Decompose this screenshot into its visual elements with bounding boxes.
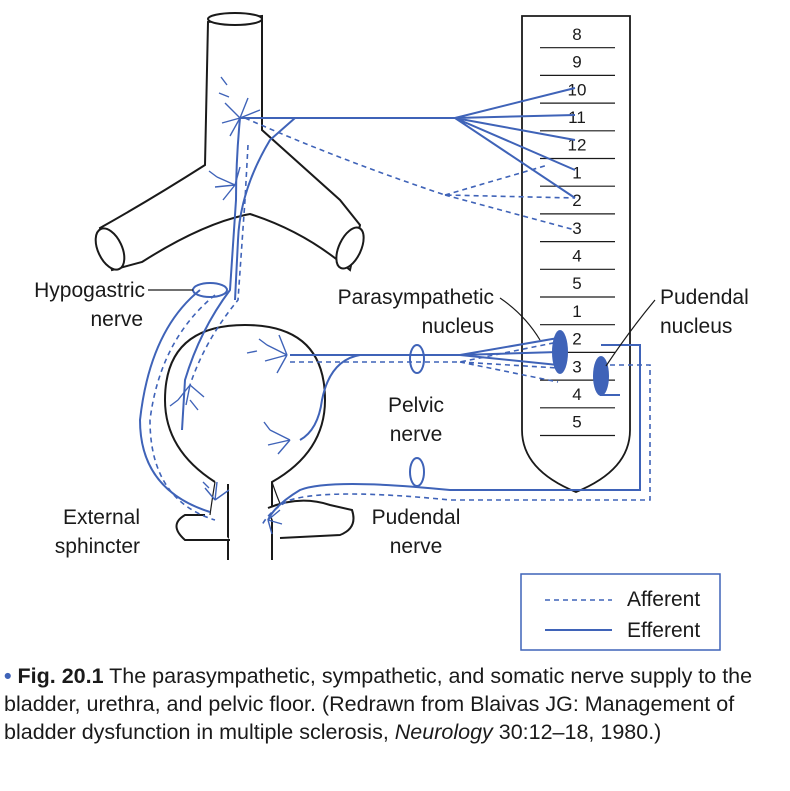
legend-efferent-label: Efferent xyxy=(627,619,700,642)
caption-text: The parasympathetic, sympathetic, and so… xyxy=(4,664,753,744)
parasympathetic-nucleus xyxy=(552,330,568,374)
label-hypogastric-line1: Hypogastric xyxy=(34,279,145,302)
segment-label: 8 xyxy=(572,25,581,44)
segment-label: 5 xyxy=(572,413,581,432)
segment-label: 11 xyxy=(568,108,586,127)
caption-journal: Neurology xyxy=(394,720,493,744)
afferent-pathways xyxy=(149,117,651,526)
legend-afferent-label: Afferent xyxy=(627,588,700,611)
label-leaders xyxy=(148,289,656,367)
label-pudendal-nucleus-line1: Pudendal xyxy=(660,286,749,309)
segment-label: 10 xyxy=(568,80,587,99)
label-pudendal-nerve-line2: nerve xyxy=(390,535,443,558)
segment-label: 4 xyxy=(572,385,581,404)
label-external-line1: External xyxy=(63,506,140,529)
pudendal-ring xyxy=(409,457,425,487)
segment-label: 1 xyxy=(572,302,581,321)
legend: Afferent Efferent xyxy=(520,573,721,651)
label-pudendal-nucleus-line2: nucleus xyxy=(660,315,732,338)
label-pelvic-line2: nerve xyxy=(390,423,443,446)
segment-label: 1 xyxy=(572,163,581,182)
label-external-line2: sphincter xyxy=(55,535,140,558)
caption-bullet: • xyxy=(4,664,12,688)
label-pelvic-line1: Pelvic xyxy=(388,394,444,417)
bladder xyxy=(163,323,355,560)
hypogastric-ring xyxy=(192,282,228,298)
pelvic-ring xyxy=(409,344,425,374)
segment-label: 2 xyxy=(572,330,581,349)
caption-figure-label: Fig. 20.1 xyxy=(17,664,104,688)
label-parasympathetic-line2: nucleus xyxy=(422,315,494,338)
figure-caption: • Fig. 20.1 The parasympathetic, sympath… xyxy=(4,662,784,746)
ganglion-branches xyxy=(169,76,291,535)
label-hypogastric-line2: nerve xyxy=(90,308,143,331)
caption-citation: 30:12–18, 1980.) xyxy=(492,720,662,744)
segment-label: 5 xyxy=(572,274,581,293)
label-pudendal-nerve-line1: Pudendal xyxy=(372,506,461,529)
aorta xyxy=(94,12,365,272)
segment-label: 3 xyxy=(572,357,581,376)
segment-label: 3 xyxy=(572,219,581,238)
segment-label: 2 xyxy=(572,191,581,210)
segment-label: 4 xyxy=(572,246,581,265)
segment-label: 9 xyxy=(572,53,581,72)
efferent-pathways xyxy=(138,87,641,521)
pudendal-nucleus xyxy=(593,356,609,396)
label-parasympathetic-line1: Parasympathetic xyxy=(338,286,494,309)
